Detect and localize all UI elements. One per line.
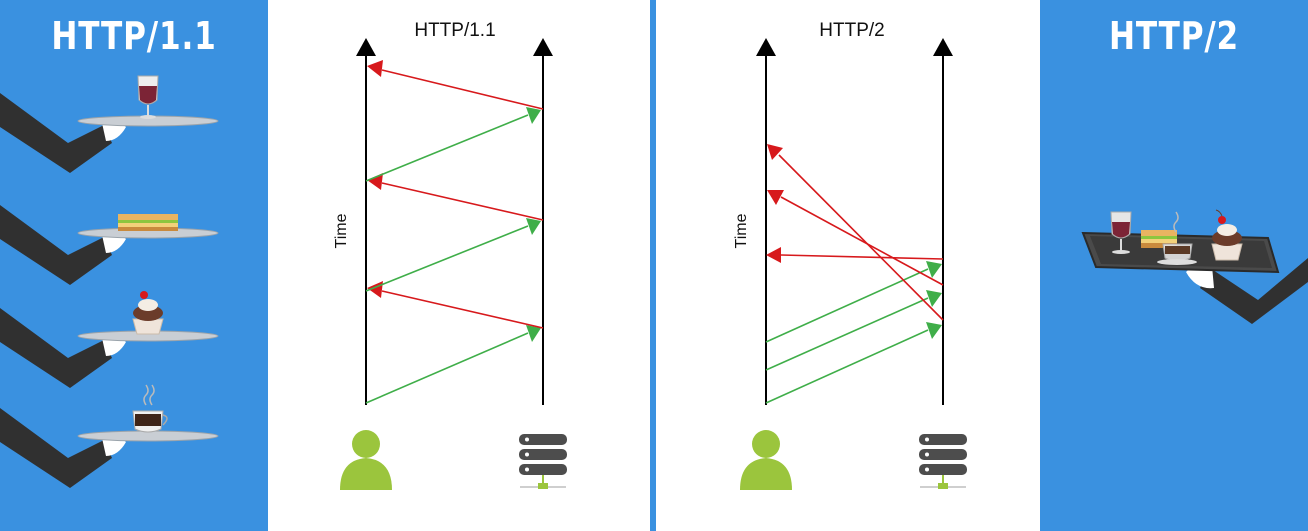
sandwich-icon (118, 214, 178, 231)
http11-request-2 (365, 218, 541, 292)
user-icon (340, 430, 392, 490)
wine-glass-icon (137, 75, 159, 119)
http2-single-tray-waiter (1081, 209, 1308, 324)
http11-response-1 (367, 281, 544, 329)
http11-diagram-title: HTTP/1.1 (414, 20, 496, 41)
http2-client-axis-arrowhead (756, 38, 776, 56)
waiter-cupcake (0, 291, 219, 388)
http2-response-3 (767, 144, 944, 321)
http11-request-1 (365, 325, 541, 404)
waiter-wine-glass (0, 75, 219, 173)
server-icon (919, 434, 967, 489)
coffee-cup-icon (1157, 211, 1197, 265)
panel-divider (650, 0, 656, 531)
http11-sequence-diagram (340, 38, 567, 490)
http11-response-3 (367, 60, 544, 110)
http2-response-2 (767, 190, 944, 286)
http11-panel-title: HTTP/1.1 (51, 14, 217, 58)
coffee-cup-icon (132, 384, 168, 433)
server-icon (519, 434, 567, 489)
http2-sequence-diagram (740, 38, 967, 490)
cupcake-icon (1211, 209, 1243, 261)
http11-response-2 (367, 173, 544, 221)
http2-request-1 (765, 261, 942, 343)
http11-server-axis-arrowhead (533, 38, 553, 56)
http11-waiter-illustrations (0, 75, 219, 488)
cupcake-icon (132, 291, 164, 335)
http2-request-3 (765, 322, 942, 404)
http11-request-3 (365, 107, 541, 182)
http2-response-1 (766, 247, 944, 263)
sandwich-icon (1141, 230, 1177, 248)
http11-client-axis-arrowhead (356, 38, 376, 56)
waiter-sandwich (0, 205, 219, 285)
http2-request-2 (765, 290, 942, 371)
http2-panel-title: HTTP/2 (1108, 14, 1240, 58)
http2-server-axis-arrowhead (933, 38, 953, 56)
http2-diagram-title: HTTP/2 (819, 20, 885, 41)
wine-glass-icon (1110, 211, 1132, 254)
user-icon (740, 430, 792, 490)
waiter-coffee-cup (0, 384, 219, 488)
